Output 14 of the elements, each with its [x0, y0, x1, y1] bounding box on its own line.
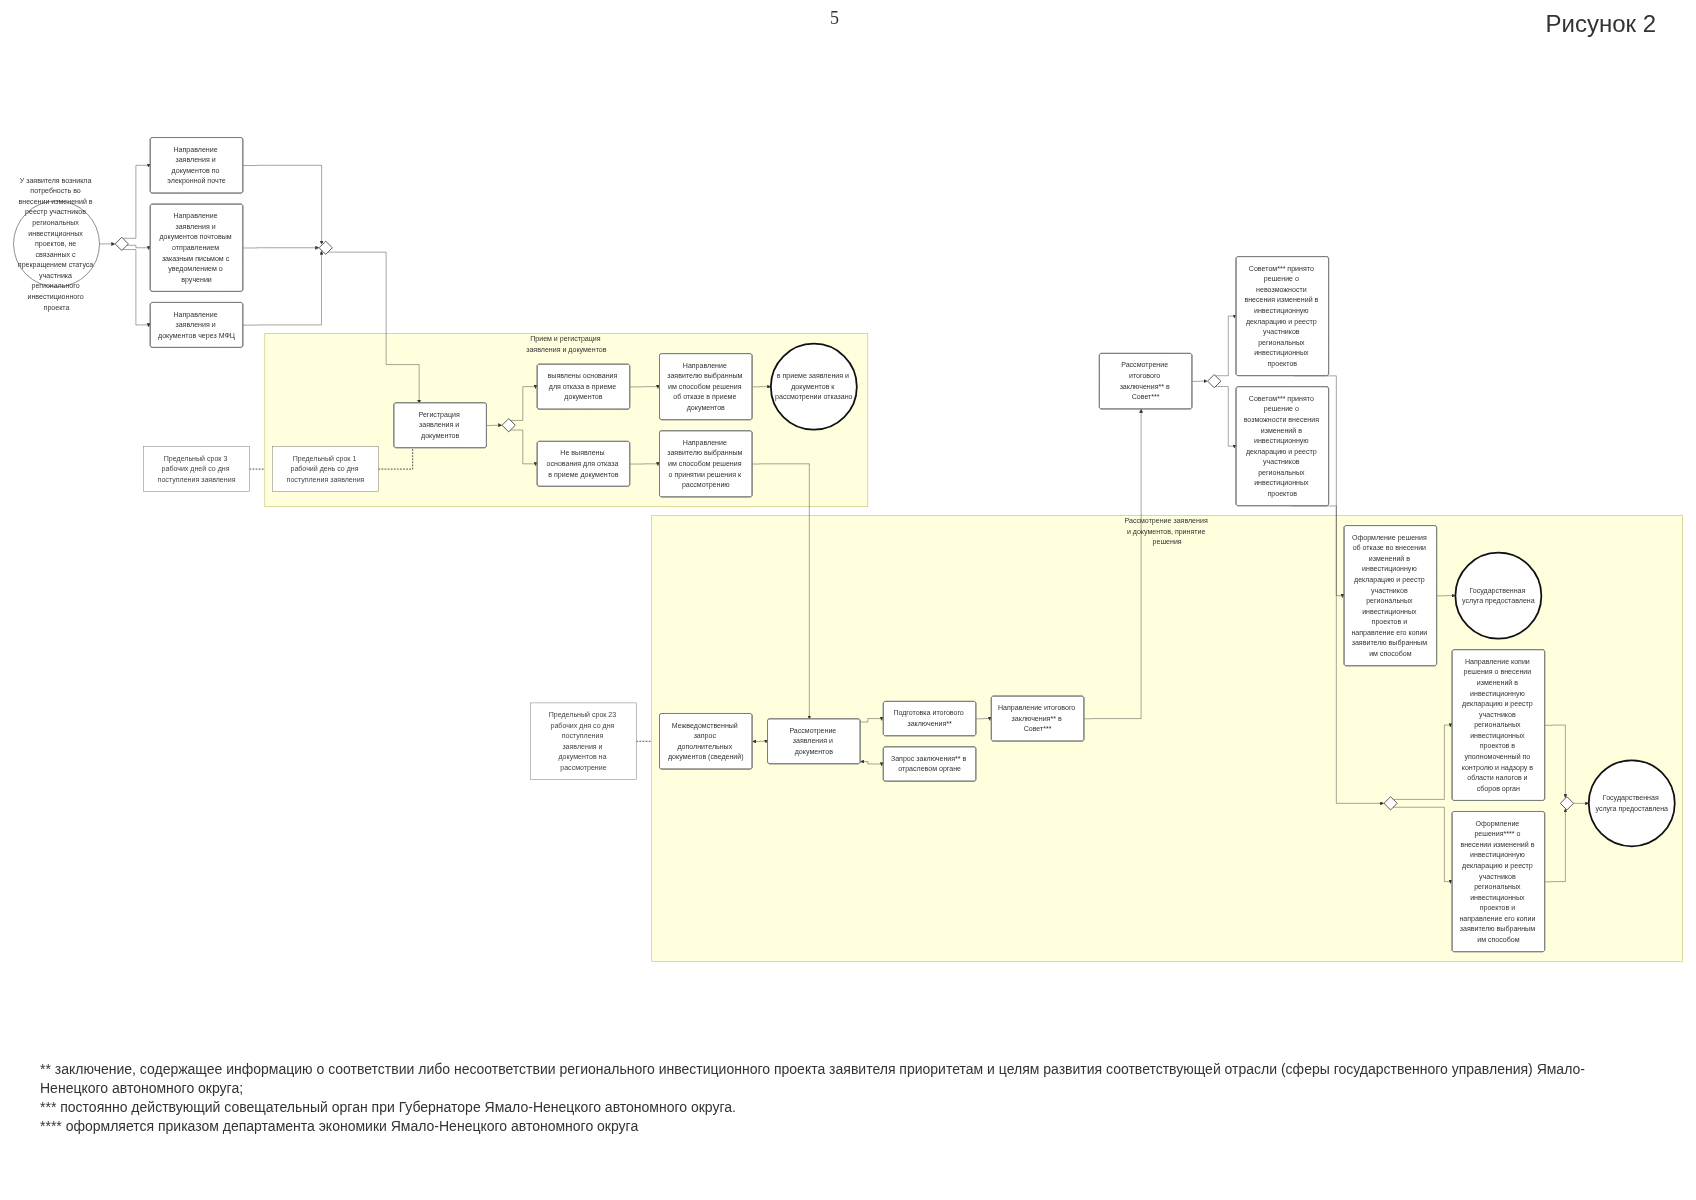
node-diamond	[1559, 796, 1574, 811]
figure-title: Рисунок 2	[1545, 10, 1656, 38]
node-diamond	[1207, 374, 1222, 389]
page-number: 5	[830, 8, 839, 29]
node-diamond	[501, 418, 516, 433]
node-diamond	[114, 237, 129, 252]
connector	[635, 741, 653, 743]
connector	[377, 447, 414, 470]
node-diamond	[1383, 796, 1398, 811]
footnote: **** оформляется приказом департамента экономики Ямало-Ненецкого автономного округа	[40, 1116, 640, 1136]
arrow	[752, 739, 768, 744]
footnote: *** постоянно действующий совещательный орган при Губернаторе Ямало-Ненецкого автономного округа.	[40, 1097, 737, 1117]
node-diamond	[318, 241, 333, 256]
footnote: ** заключение, содержащее информацию о соответствии либо несоответствии регионального инвестиционного проекта заявителя приоритетам и целям развития соответствующей отрасли (сферы государственного управления) Ямало-Ненецкого автономного округа;	[40, 1060, 1586, 1098]
